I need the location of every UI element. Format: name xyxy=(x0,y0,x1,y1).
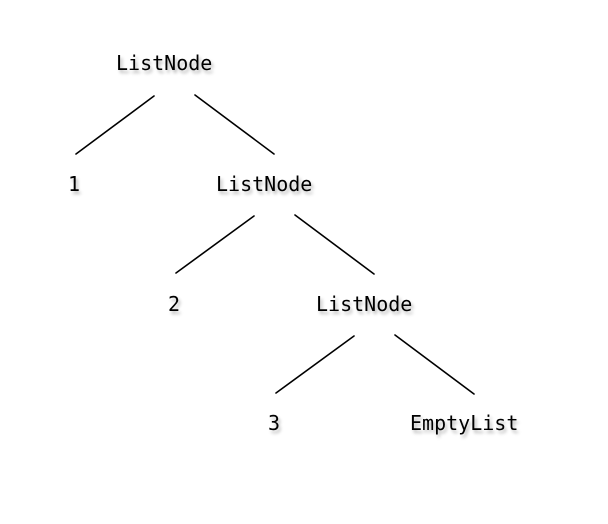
edge-tail2-to-tail3 xyxy=(394,334,475,395)
node-emptylist: EmptyList xyxy=(410,411,519,435)
edge-tail2-to-head3 xyxy=(275,335,355,394)
node-value-2: 2 xyxy=(168,292,181,316)
edge-tail1-to-tail2 xyxy=(294,214,375,275)
node-root-listnode: ListNode xyxy=(116,51,213,75)
node-listnode-level2: ListNode xyxy=(216,172,313,196)
node-value-1: 1 xyxy=(68,172,81,196)
edge-tail1-to-head2 xyxy=(175,215,255,274)
node-listnode-level3: ListNode xyxy=(316,292,413,316)
node-value-3: 3 xyxy=(268,411,281,435)
edge-root-to-head1 xyxy=(75,95,155,155)
edge-root-to-tail1 xyxy=(194,94,275,155)
